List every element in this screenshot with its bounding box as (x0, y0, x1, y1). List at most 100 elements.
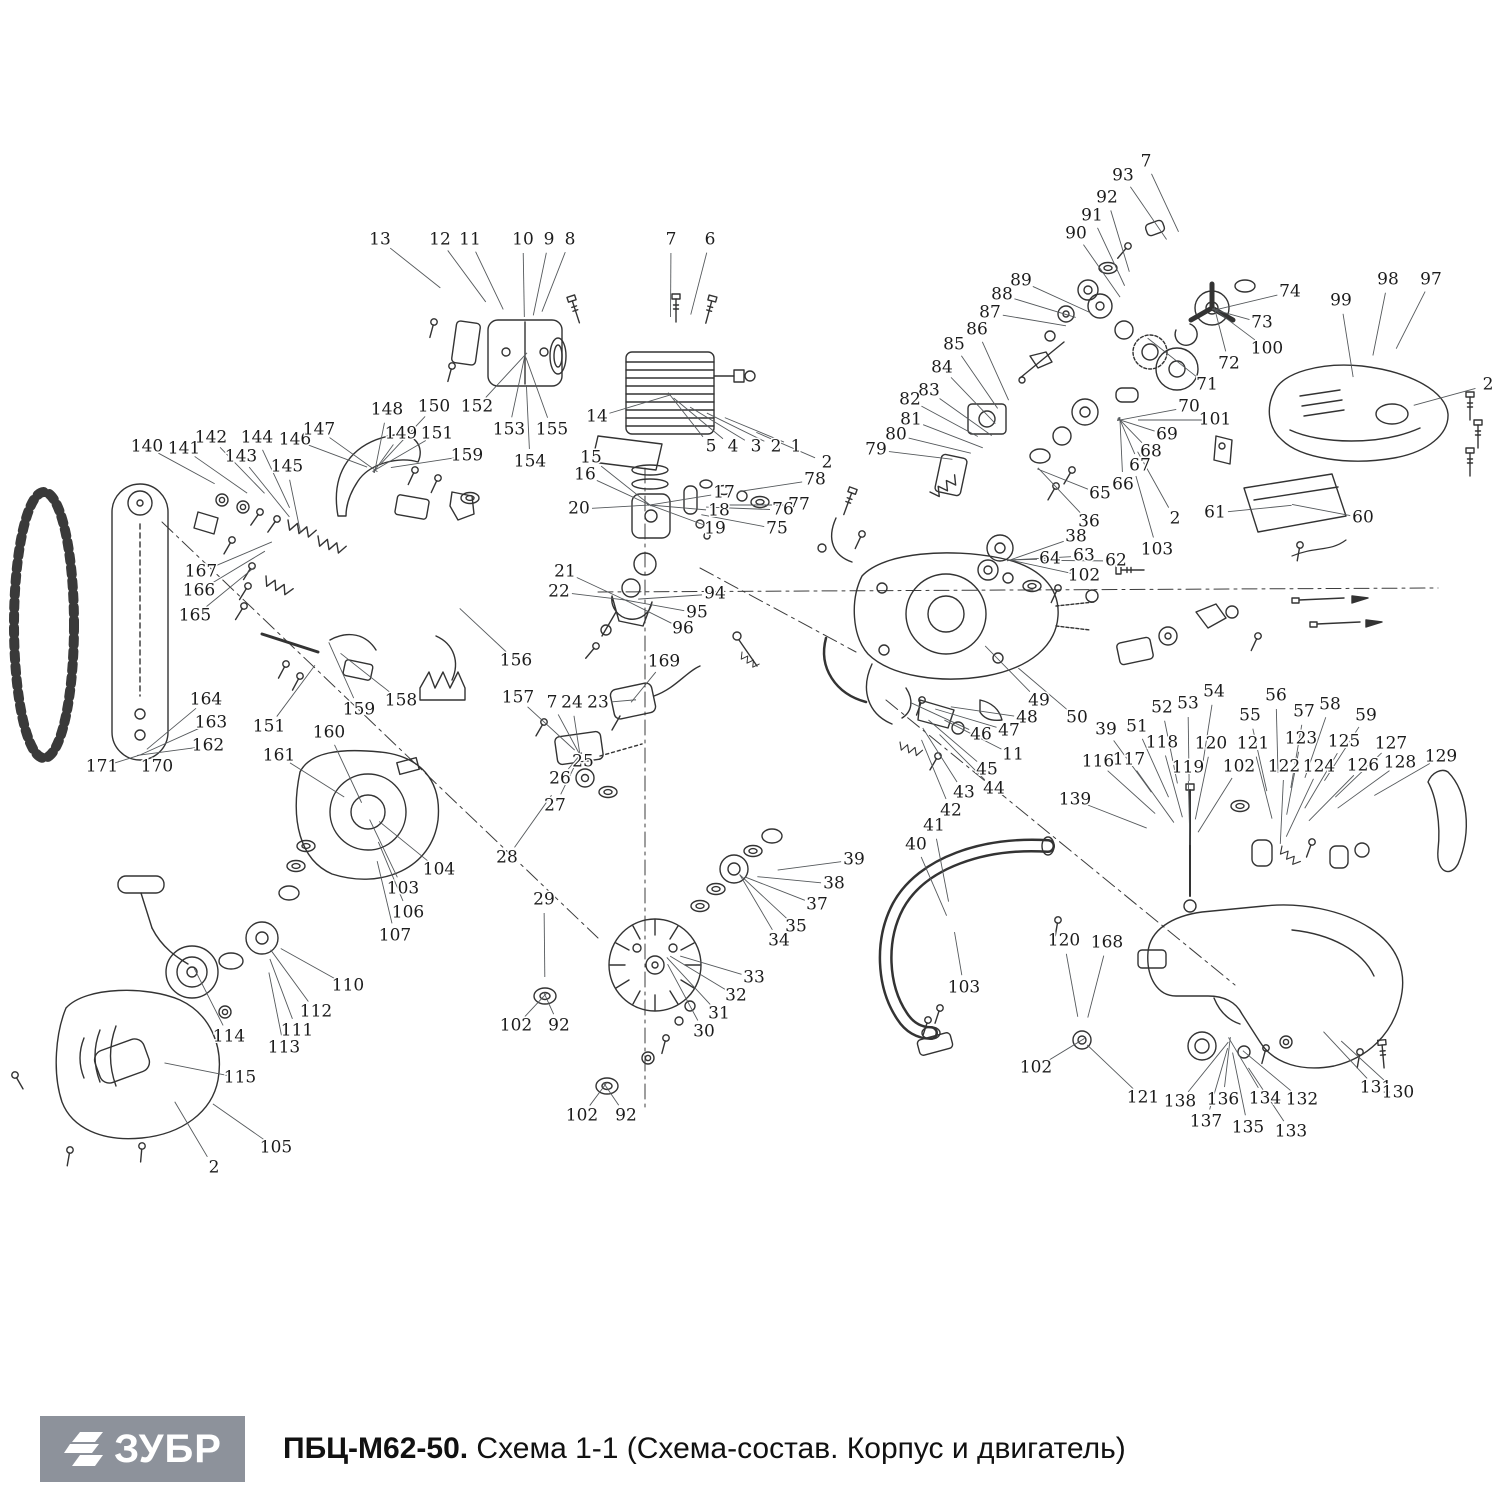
part-label-46: 46 (970, 725, 992, 745)
leader-line (1224, 1036, 1231, 1088)
part-label-122: 122 (1268, 757, 1300, 777)
leader-line (1201, 704, 1213, 769)
leader-line (1083, 244, 1121, 298)
part-label-167: 167 (185, 562, 217, 582)
leader-line (532, 252, 547, 316)
part-label-65: 65 (1089, 484, 1111, 504)
part-label-127: 127 (1375, 734, 1407, 754)
leader-line (1117, 418, 1155, 432)
part-label-119: 119 (1172, 758, 1204, 778)
leader-line (1165, 755, 1183, 818)
leader-line (777, 861, 842, 871)
part-label-11: 11 (459, 230, 481, 250)
leader-line (1212, 307, 1257, 342)
part-label-94: 94 (704, 584, 726, 604)
leader-line (756, 431, 816, 459)
leader-line (922, 727, 958, 783)
part-label-5: 5 (706, 437, 717, 457)
leader-line (1275, 708, 1279, 773)
leader-line (475, 251, 504, 310)
leader-line (589, 1082, 608, 1106)
part-label-113: 113 (268, 1038, 300, 1058)
leader-line (591, 504, 654, 509)
leader-line (622, 598, 672, 624)
leader-line (1372, 292, 1386, 356)
drum-washers-sketch (690, 828, 783, 913)
part-label-95: 95 (686, 603, 708, 623)
part-label-152: 152 (461, 397, 493, 417)
leader-line (1065, 953, 1079, 1017)
part-label-60: 60 (1352, 508, 1374, 528)
leader-line (1008, 559, 1072, 574)
leader-line (307, 444, 368, 468)
leader-line (738, 481, 803, 492)
part-label-6: 6 (705, 230, 716, 250)
leader-line (193, 968, 224, 1026)
part-label-102: 102 (566, 1106, 598, 1126)
part-label-13: 13 (369, 230, 391, 250)
leader-line (690, 252, 708, 315)
leader-line (1038, 559, 1104, 562)
leader-line (1197, 777, 1233, 833)
leader-line (289, 479, 302, 534)
leader-line (1279, 779, 1284, 844)
part-label-29: 29 (533, 890, 555, 910)
part-label-171: 171 (86, 757, 118, 777)
leader-line (1147, 337, 1198, 378)
leader-line (910, 702, 970, 730)
leader-line (459, 608, 507, 653)
part-label-19: 19 (704, 519, 726, 539)
part-label-52: 52 (1151, 698, 1173, 718)
leader-line (389, 247, 441, 289)
leader-line (1242, 1050, 1293, 1093)
part-label-25: 25 (572, 752, 594, 772)
leader-line (1037, 468, 1089, 490)
leader-line (922, 424, 983, 449)
part-label-43: 43 (953, 783, 975, 803)
part-label-144: 144 (241, 428, 273, 448)
leader-line (1413, 387, 1476, 406)
part-label-162: 162 (192, 736, 224, 756)
part-label-158: 158 (385, 691, 417, 711)
leader-line (269, 958, 293, 1019)
part-label-139: 139 (1059, 790, 1091, 810)
saw-chain-sketch (9, 487, 79, 763)
leader-line (1286, 751, 1300, 815)
part-label-163: 163 (195, 713, 227, 733)
part-label-57: 57 (1293, 702, 1315, 722)
leader-line (981, 341, 1010, 401)
throttle-parts-sketch (865, 663, 1003, 773)
leader-line (1014, 298, 1076, 318)
leader-line (1209, 1047, 1229, 1110)
part-label-140: 140 (131, 437, 163, 457)
leader-line (381, 416, 426, 464)
leader-line (1252, 728, 1268, 792)
clutch-cover-sketch (218, 749, 440, 1019)
leader-line (669, 955, 726, 990)
part-label-81: 81 (900, 410, 922, 430)
part-label-37: 37 (806, 895, 828, 915)
leader-line (939, 398, 992, 437)
part-label-90: 90 (1065, 224, 1087, 244)
leader-line (1116, 408, 1177, 421)
leader-line (739, 874, 787, 919)
leader-line (1151, 173, 1179, 232)
part-label-102: 102 (1020, 1058, 1052, 1078)
leader-line (908, 437, 971, 454)
part-label-55: 55 (1239, 706, 1261, 726)
leader-line (1046, 1038, 1085, 1062)
air-filter-cover-sketch (1213, 364, 1483, 477)
part-label-146: 146 (279, 430, 311, 450)
leader-line (936, 838, 950, 902)
leader-line (673, 397, 724, 440)
leader-line (1308, 774, 1355, 822)
part-label-67: 67 (1129, 456, 1151, 476)
part-label-102: 102 (1068, 566, 1100, 586)
part-label-14: 14 (586, 407, 608, 427)
handguard-sketch (335, 433, 480, 521)
part-label-97: 97 (1420, 270, 1442, 290)
document-title: ПБЦ-М62-50. Схема 1-1 (Схема-состав. Кор… (283, 1432, 1126, 1466)
part-label-33: 33 (743, 968, 765, 988)
